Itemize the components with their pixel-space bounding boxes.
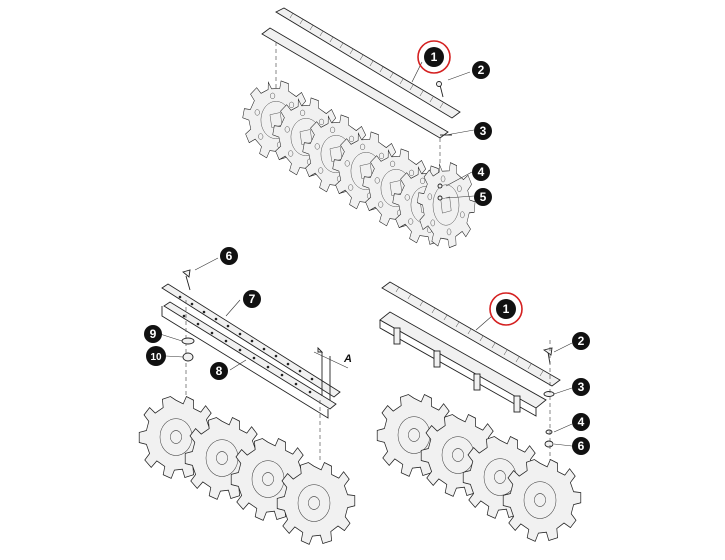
disc-stack-left: [138, 396, 356, 545]
callout-1[interactable]: 1: [424, 47, 444, 67]
holder-bar: [379, 311, 547, 409]
top-assembly: [238, 7, 480, 256]
callout-label: 5: [480, 190, 487, 204]
callout-label: 3: [578, 380, 585, 394]
callout-4-right[interactable]: 4: [572, 413, 590, 431]
dimension-label: A: [343, 353, 352, 365]
callout-label: 7: [249, 292, 256, 306]
bolt-icon: [439, 84, 444, 98]
callout-6[interactable]: 6: [220, 247, 238, 265]
callout-10[interactable]: 10: [146, 346, 166, 366]
callout-label: 8: [216, 364, 223, 378]
highlight-ring: [417, 40, 451, 74]
right-assembly: [376, 281, 582, 542]
left-assembly: [138, 257, 356, 545]
bolt-icon: [185, 275, 191, 291]
callout-2[interactable]: 2: [472, 61, 490, 79]
callout-label: 2: [578, 334, 585, 348]
callout-7[interactable]: 7: [243, 290, 261, 308]
callout-6-right[interactable]: 6: [572, 437, 590, 455]
callout-9[interactable]: 9: [144, 325, 162, 343]
strip-holes: [178, 295, 314, 394]
highlight-ring: [489, 292, 523, 326]
comb-bar: [381, 281, 561, 387]
callout-2-right[interactable]: 2: [572, 332, 590, 350]
comb-teeth: [289, 12, 444, 109]
callout-label: 1: [503, 302, 510, 316]
callout-3[interactable]: 3: [474, 122, 492, 140]
callout-label: 2: [478, 63, 485, 77]
comb-bar: [275, 7, 461, 119]
callout-label: 6: [578, 439, 585, 453]
callout-label: 10: [150, 352, 162, 363]
disc-stack-right: [376, 394, 582, 542]
callout-label: 4: [578, 415, 585, 429]
callout-4[interactable]: 4: [472, 163, 490, 181]
callout-1-right[interactable]: 1: [496, 299, 516, 319]
support-plate: [261, 27, 449, 139]
callout-8[interactable]: 8: [210, 362, 228, 380]
callout-label: 3: [480, 124, 487, 138]
callout-label: 1: [431, 50, 438, 64]
callout-3-right[interactable]: 3: [572, 378, 590, 396]
callout-label: 9: [150, 327, 157, 341]
spacer-strip: [163, 301, 337, 410]
disc-stack-top: [238, 74, 480, 256]
callout-label: 4: [478, 165, 485, 179]
callout-5[interactable]: 5: [474, 188, 492, 206]
callout-label: 6: [226, 249, 233, 263]
